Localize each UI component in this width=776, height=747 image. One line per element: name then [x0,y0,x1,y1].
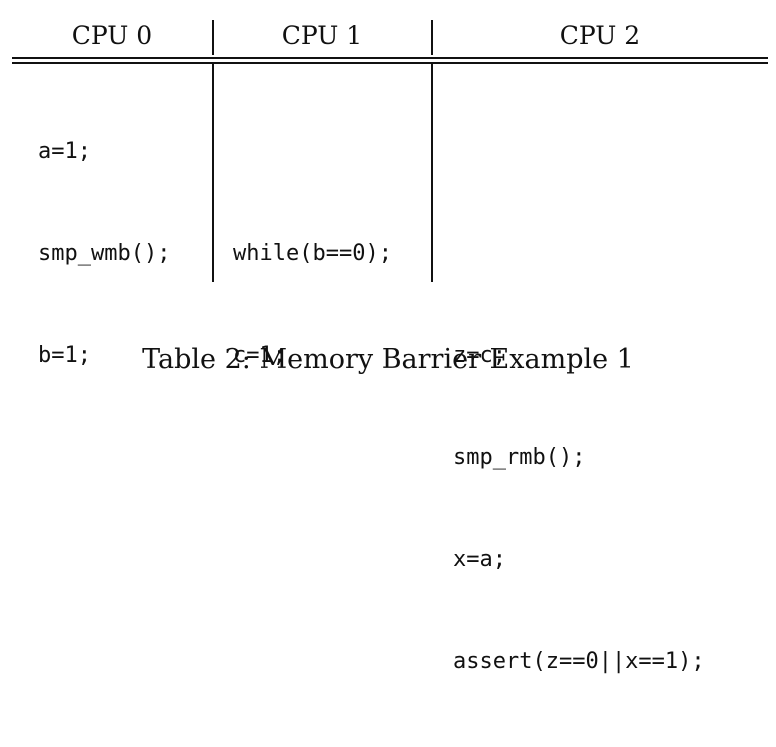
code-line [233,135,392,169]
table-caption: Table 2: Memory Barrier Example 1 [142,344,634,375]
header-rule-top [12,57,768,59]
header-rule-bottom [12,62,768,64]
code-line: while(b==0); [233,241,392,266]
header-divider-2 [431,20,433,55]
code-line: smp_wmb(); [38,241,171,266]
code-line: a=1; [38,139,91,164]
code-line [233,645,392,679]
code-line [38,441,170,475]
cpu-2-code: z=c; smp_rmb(); x=a; assert(z==0||x==1); [453,67,705,747]
column-divider-2 [431,64,433,282]
cpu-1-code: while(b==0); c=1; [233,67,392,747]
code-line [38,645,170,679]
cpu-0-code: a=1; smp_wmb(); b=1; [38,67,170,747]
code-line: smp_rmb(); [453,445,586,470]
code-line: x=a; [453,547,506,572]
code-line [38,543,170,577]
code-line: assert(z==0||x==1); [453,649,705,674]
code-line [453,135,705,169]
code-line [233,543,392,577]
header-divider-1 [212,20,214,55]
header-cpu-1: CPU 1 [281,21,363,50]
code-line: z=c; [453,343,506,368]
code-line: b=1; [38,343,91,368]
header-cpu-2: CPU 2 [559,21,641,50]
column-divider-1 [212,64,214,282]
code-line [233,441,392,475]
header-cpu-0: CPU 0 [71,21,153,50]
code-line: c=1; [233,343,286,368]
code-line [453,237,705,271]
